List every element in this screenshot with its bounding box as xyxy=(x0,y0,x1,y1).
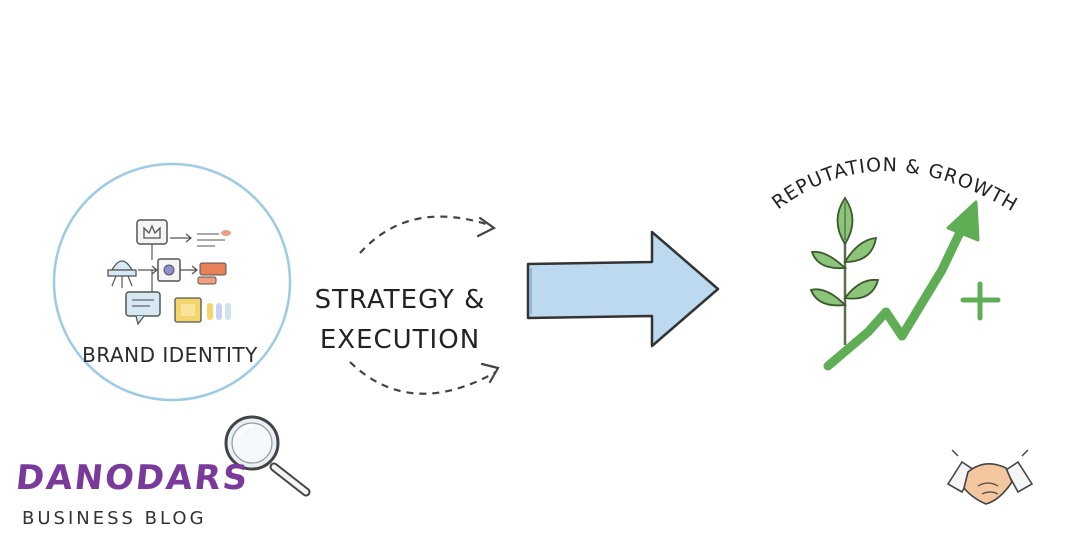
logo-name: DANODARS xyxy=(13,458,252,498)
chat-bubble-icon xyxy=(125,291,161,326)
brand-identity-label: BRAND IDENTITY xyxy=(82,343,258,367)
plus-icon xyxy=(960,281,1001,321)
reputation-growth-label: REPUTATION & GROWTH xyxy=(768,154,1022,216)
brand-identity-circle xyxy=(52,162,292,402)
process-arrow-icon xyxy=(526,230,720,348)
color-swatches-icon xyxy=(174,297,231,323)
center-node-icon xyxy=(138,258,199,292)
strategy-label-line-2: EXECUTION xyxy=(319,325,481,355)
cycle-arrow-top xyxy=(359,215,497,254)
megaphone-icon xyxy=(107,260,137,288)
plant-icon xyxy=(809,196,880,345)
text-lines-icon xyxy=(170,230,231,247)
crown-card-icon xyxy=(136,219,168,260)
strategy-label-line-1: STRATEGY & xyxy=(314,285,486,315)
growth-arrow-icon xyxy=(823,200,980,371)
magnifier-icon xyxy=(224,415,311,497)
strategy-execution-label: STRATEGY & EXECUTION xyxy=(300,280,500,360)
orange-cards-icon xyxy=(197,262,227,285)
cycle-arrow-bottom xyxy=(349,361,500,395)
handshake-icon xyxy=(946,449,1034,505)
logo-tagline: BUSINESS BLOG xyxy=(22,508,207,529)
